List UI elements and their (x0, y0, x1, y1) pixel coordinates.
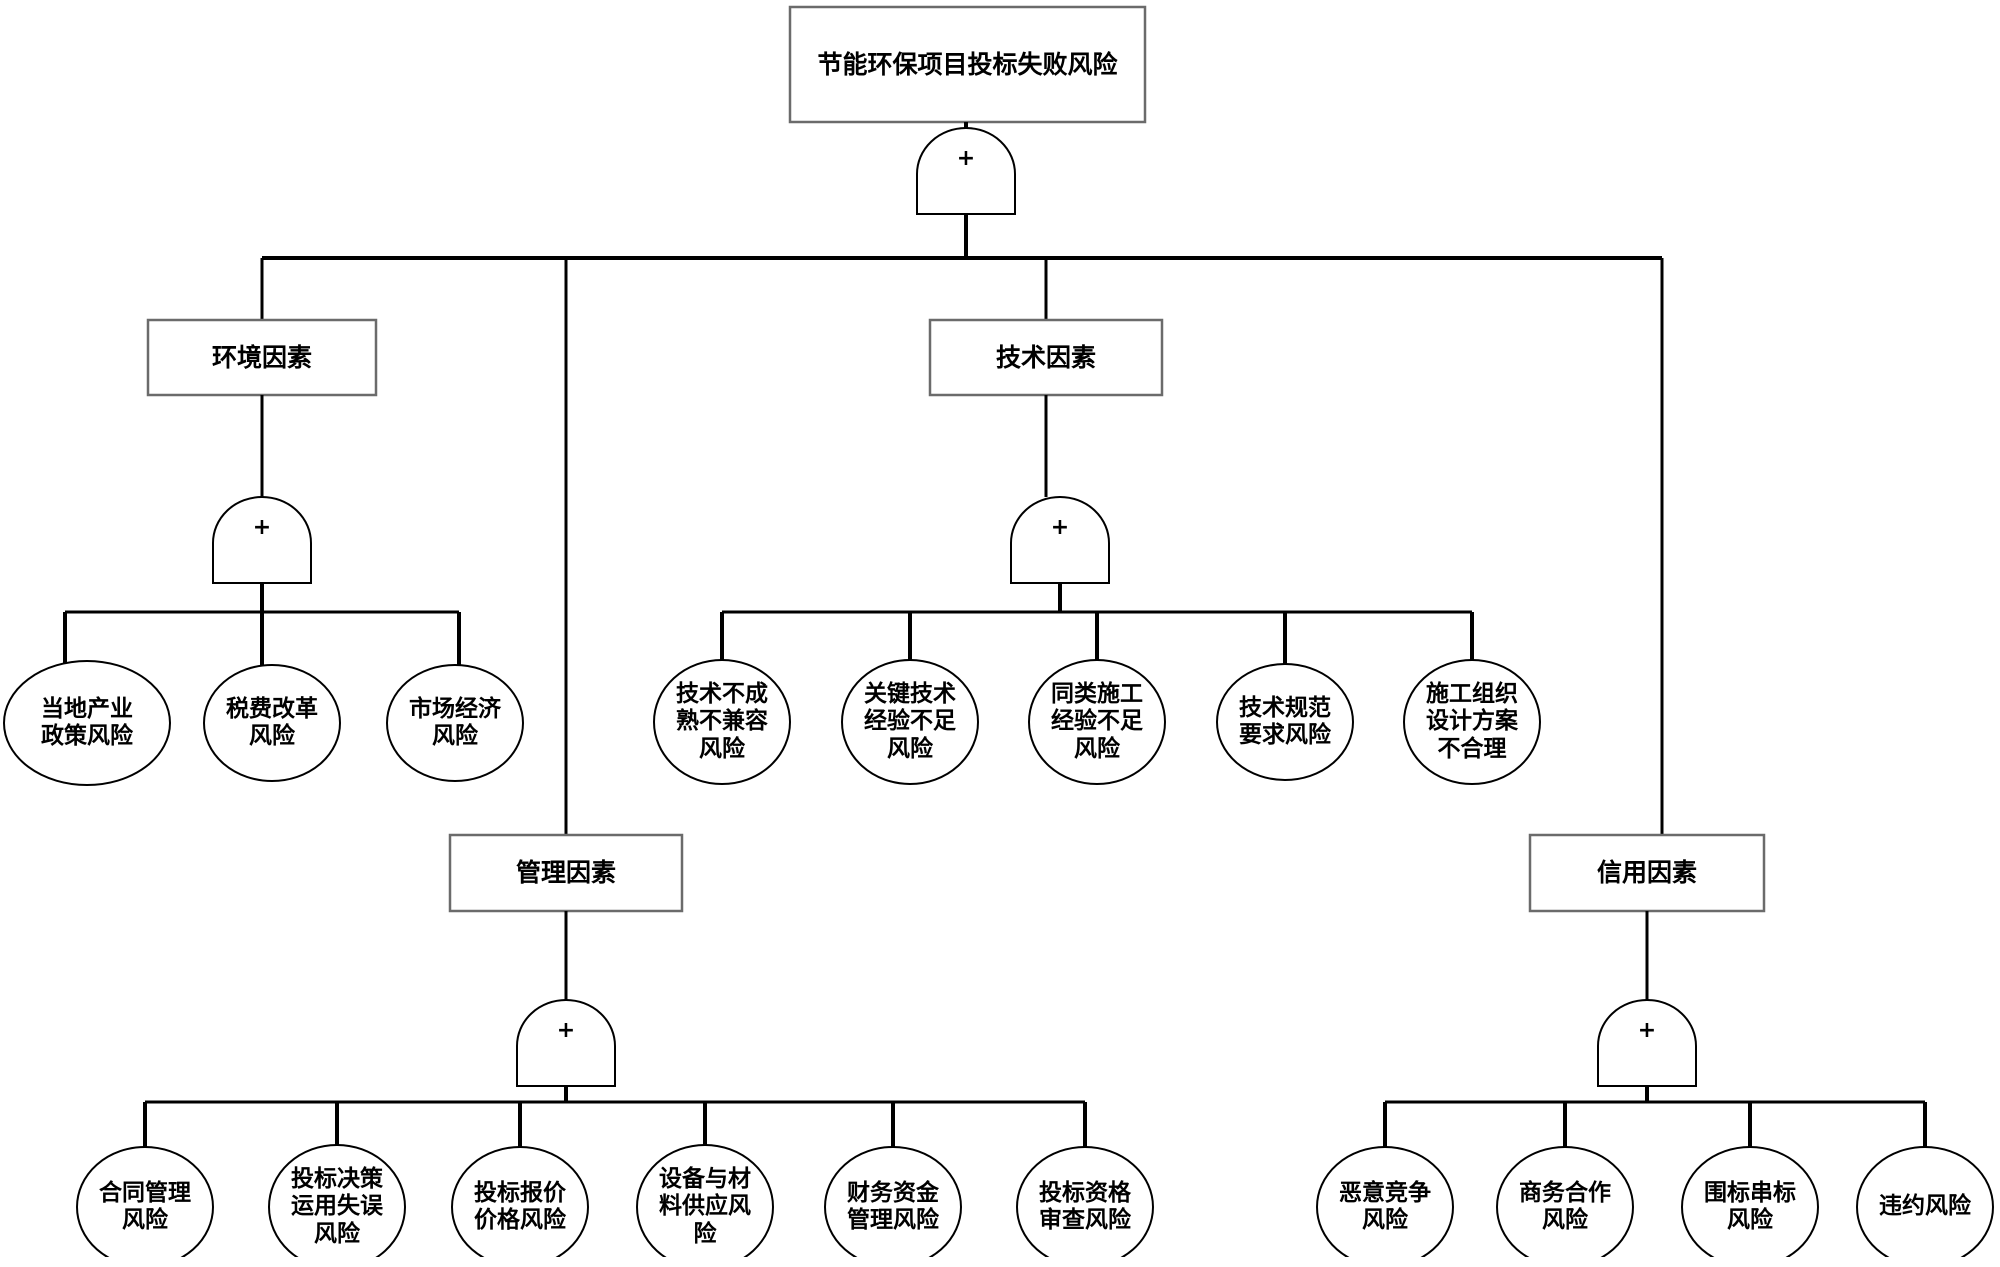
leaf-node[interactable] (451, 1146, 589, 1257)
top-event-box[interactable] (788, 5, 1147, 124)
leaf-node[interactable] (1016, 1146, 1154, 1257)
leaf-node[interactable] (653, 659, 791, 785)
branch-box-technical[interactable] (928, 318, 1164, 397)
or-gate-management-shape[interactable] (516, 999, 616, 1087)
or-gate-top-shape[interactable] (916, 127, 1016, 215)
or-gate-technical-shape[interactable] (1010, 496, 1110, 584)
leaf-node[interactable] (1403, 659, 1541, 785)
leaf-node[interactable] (824, 1146, 962, 1257)
leaf-node[interactable] (76, 1146, 214, 1257)
or-gate-environment-shape[interactable] (212, 496, 312, 584)
branch-box-management[interactable] (448, 833, 684, 913)
leaf-node[interactable] (1856, 1146, 1994, 1257)
branch-box-environment[interactable] (146, 318, 378, 397)
leaf-node[interactable] (203, 664, 341, 782)
leaf-node[interactable] (1681, 1146, 1819, 1257)
leaf-node[interactable] (1496, 1146, 1634, 1257)
leaf-node[interactable] (1028, 659, 1166, 785)
leaf-node[interactable] (636, 1144, 774, 1257)
leaf-node[interactable] (1216, 663, 1354, 781)
branch-box-credit[interactable] (1528, 833, 1766, 913)
leaf-node[interactable] (386, 664, 524, 782)
or-gate-credit-shape[interactable] (1597, 999, 1697, 1087)
leaf-node[interactable] (1316, 1146, 1454, 1257)
leaf-node[interactable] (3, 660, 171, 786)
leaf-node[interactable] (268, 1144, 406, 1257)
leaf-node[interactable] (841, 659, 979, 785)
